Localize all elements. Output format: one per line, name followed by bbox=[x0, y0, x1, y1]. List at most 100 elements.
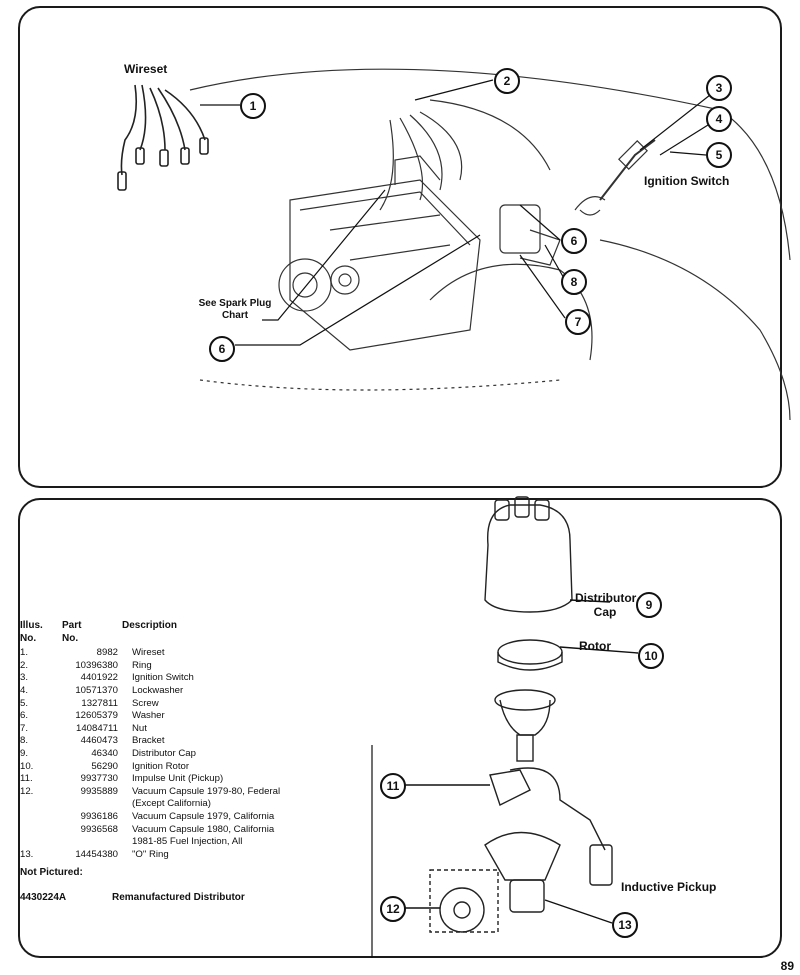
label-spark-plug-chart: See Spark Plug Chart bbox=[198, 298, 272, 321]
header-no-2: No. bbox=[62, 632, 79, 644]
header-part: Part bbox=[62, 620, 82, 631]
row-number: 4. bbox=[20, 684, 29, 696]
row-part-number: 10396380 bbox=[75, 659, 118, 671]
label-wireset: Wireset bbox=[124, 62, 168, 76]
row-description: Vacuum Capsule 1979-80, Federal bbox=[132, 785, 281, 797]
row-description: Lockwasher bbox=[132, 684, 184, 696]
label-rotor: Rotor bbox=[579, 639, 611, 653]
rotor-shape bbox=[497, 639, 563, 665]
callout-2[interactable]: 2 bbox=[494, 68, 520, 94]
not-pictured-label: Not Pictured: bbox=[20, 867, 83, 879]
row-part-number: 46340 bbox=[91, 747, 118, 759]
wireset-illustration bbox=[117, 84, 209, 191]
row-description: Vacuum Capsule 1979, California bbox=[132, 810, 275, 822]
callout-9[interactable]: 9 bbox=[636, 592, 662, 618]
row-part-number: 56290 bbox=[91, 760, 118, 772]
row-number: 1. bbox=[20, 647, 29, 659]
row-part-number: 9936568 bbox=[80, 823, 118, 835]
engine-diagram-panel bbox=[18, 6, 782, 488]
callout-11[interactable]: 11 bbox=[380, 773, 406, 799]
row-number: 11. bbox=[20, 773, 33, 785]
callout-6-left[interactable]: 6 bbox=[209, 336, 235, 362]
engine-block bbox=[289, 179, 481, 351]
row-part-number: 8982 bbox=[96, 647, 118, 659]
table-header-row-2: No. No. bbox=[20, 633, 83, 646]
row-number: 10. bbox=[20, 760, 34, 772]
table-row: 11. 9937730 Impulse Unit (Pickup) bbox=[20, 773, 223, 786]
row-number: 2. bbox=[20, 659, 29, 671]
row-number: 13. bbox=[20, 848, 34, 860]
callout-7[interactable]: 7 bbox=[565, 309, 591, 335]
row-description: (Except California) bbox=[132, 798, 211, 810]
not-pictured-desc: Remanufactured Distributor bbox=[112, 891, 245, 903]
callout-4[interactable]: 4 bbox=[706, 106, 732, 132]
row-number: 5. bbox=[20, 697, 29, 709]
row-description: "O" Ring bbox=[132, 848, 169, 860]
fender-outline bbox=[189, 68, 791, 261]
label-inductive-pickup: Inductive Pickup bbox=[621, 880, 717, 894]
callout-12[interactable]: 12 bbox=[380, 896, 406, 922]
row-part-number: 4460473 bbox=[80, 735, 118, 747]
row-description: Ring bbox=[132, 659, 152, 671]
row-number: 9. bbox=[20, 747, 29, 759]
callout-1[interactable]: 1 bbox=[240, 93, 266, 119]
distributor-parts-panel bbox=[18, 498, 782, 958]
callout-13[interactable]: 13 bbox=[612, 912, 638, 938]
table-row: 5. 1327811 Screw bbox=[20, 697, 159, 711]
callout-10[interactable]: 10 bbox=[638, 643, 664, 669]
table-row: 8. 4460473 Bracket bbox=[20, 735, 165, 748]
label-distributor-cap: Distributor Cap bbox=[575, 591, 637, 619]
table-row: 2. 10396380 Ring bbox=[20, 659, 152, 673]
label-ignition-switch: Ignition Switch bbox=[644, 174, 730, 188]
pulley bbox=[278, 258, 332, 312]
table-row: (Except California) bbox=[20, 798, 211, 811]
table-row: 9936568 Vacuum Capsule 1980, California bbox=[20, 824, 275, 837]
row-part-number: 9935889 bbox=[80, 785, 118, 797]
table-row: 1. 8982 Wireset bbox=[20, 647, 165, 660]
table-row: 9. 46340 Distributor Cap bbox=[20, 747, 196, 761]
row-description: Wireset bbox=[132, 647, 165, 659]
not-pictured-row: 4430224A Remanufactured Distributor bbox=[20, 892, 245, 905]
row-part-number: 9937730 bbox=[80, 773, 118, 785]
row-description: Impulse Unit (Pickup) bbox=[132, 773, 224, 785]
coil-wire bbox=[429, 99, 551, 171]
row-part-number: 1327811 bbox=[81, 697, 118, 709]
row-description: Nut bbox=[132, 722, 147, 734]
callout-6-right[interactable]: 6 bbox=[561, 228, 587, 254]
callout-3[interactable]: 3 bbox=[706, 75, 732, 101]
table-row: 4. 10571370 Lockwasher bbox=[20, 684, 183, 698]
table-row: 13. 14454380 "O" Ring bbox=[20, 848, 169, 862]
distributor-cap-shape bbox=[484, 504, 573, 613]
not-pictured-part: 4430224A bbox=[20, 891, 67, 903]
row-part-number: 4401922 bbox=[80, 672, 118, 684]
header-illus: Illus. bbox=[20, 620, 43, 631]
row-description: Bracket bbox=[132, 735, 165, 747]
impulse-unit-shape bbox=[489, 769, 531, 806]
row-part-number: 10571370 bbox=[75, 684, 118, 696]
row-number: 6. bbox=[20, 710, 29, 722]
row-number: 7. bbox=[20, 722, 29, 734]
page-number: 89 bbox=[780, 959, 794, 973]
table-header-row-1: Illus. Part Description bbox=[20, 620, 177, 633]
vacuum-capsule-shape bbox=[439, 887, 485, 933]
row-part-number: 14454380 bbox=[75, 848, 118, 860]
parts-table: Illus. Part Description No. No. 1. 8982 Wi… bbox=[20, 620, 280, 905]
row-part-number: 14084711 bbox=[76, 722, 118, 734]
row-description: 1981-85 Fuel Injection, All bbox=[132, 836, 243, 848]
row-description: Washer bbox=[132, 710, 165, 722]
callout-8[interactable]: 8 bbox=[561, 269, 587, 295]
ignition-switch-body bbox=[599, 139, 656, 201]
row-description: Distributor Cap bbox=[132, 747, 196, 759]
row-description: Screw bbox=[132, 697, 159, 709]
callout-5[interactable]: 5 bbox=[706, 142, 732, 168]
table-row: 1981-85 Fuel Injection, All bbox=[20, 836, 242, 849]
row-part-number: 12605379 bbox=[75, 710, 118, 722]
row-number: 8. bbox=[20, 735, 29, 747]
row-description: Vacuum Capsule 1980, California bbox=[132, 823, 275, 835]
header-no-1: No. bbox=[20, 632, 37, 644]
